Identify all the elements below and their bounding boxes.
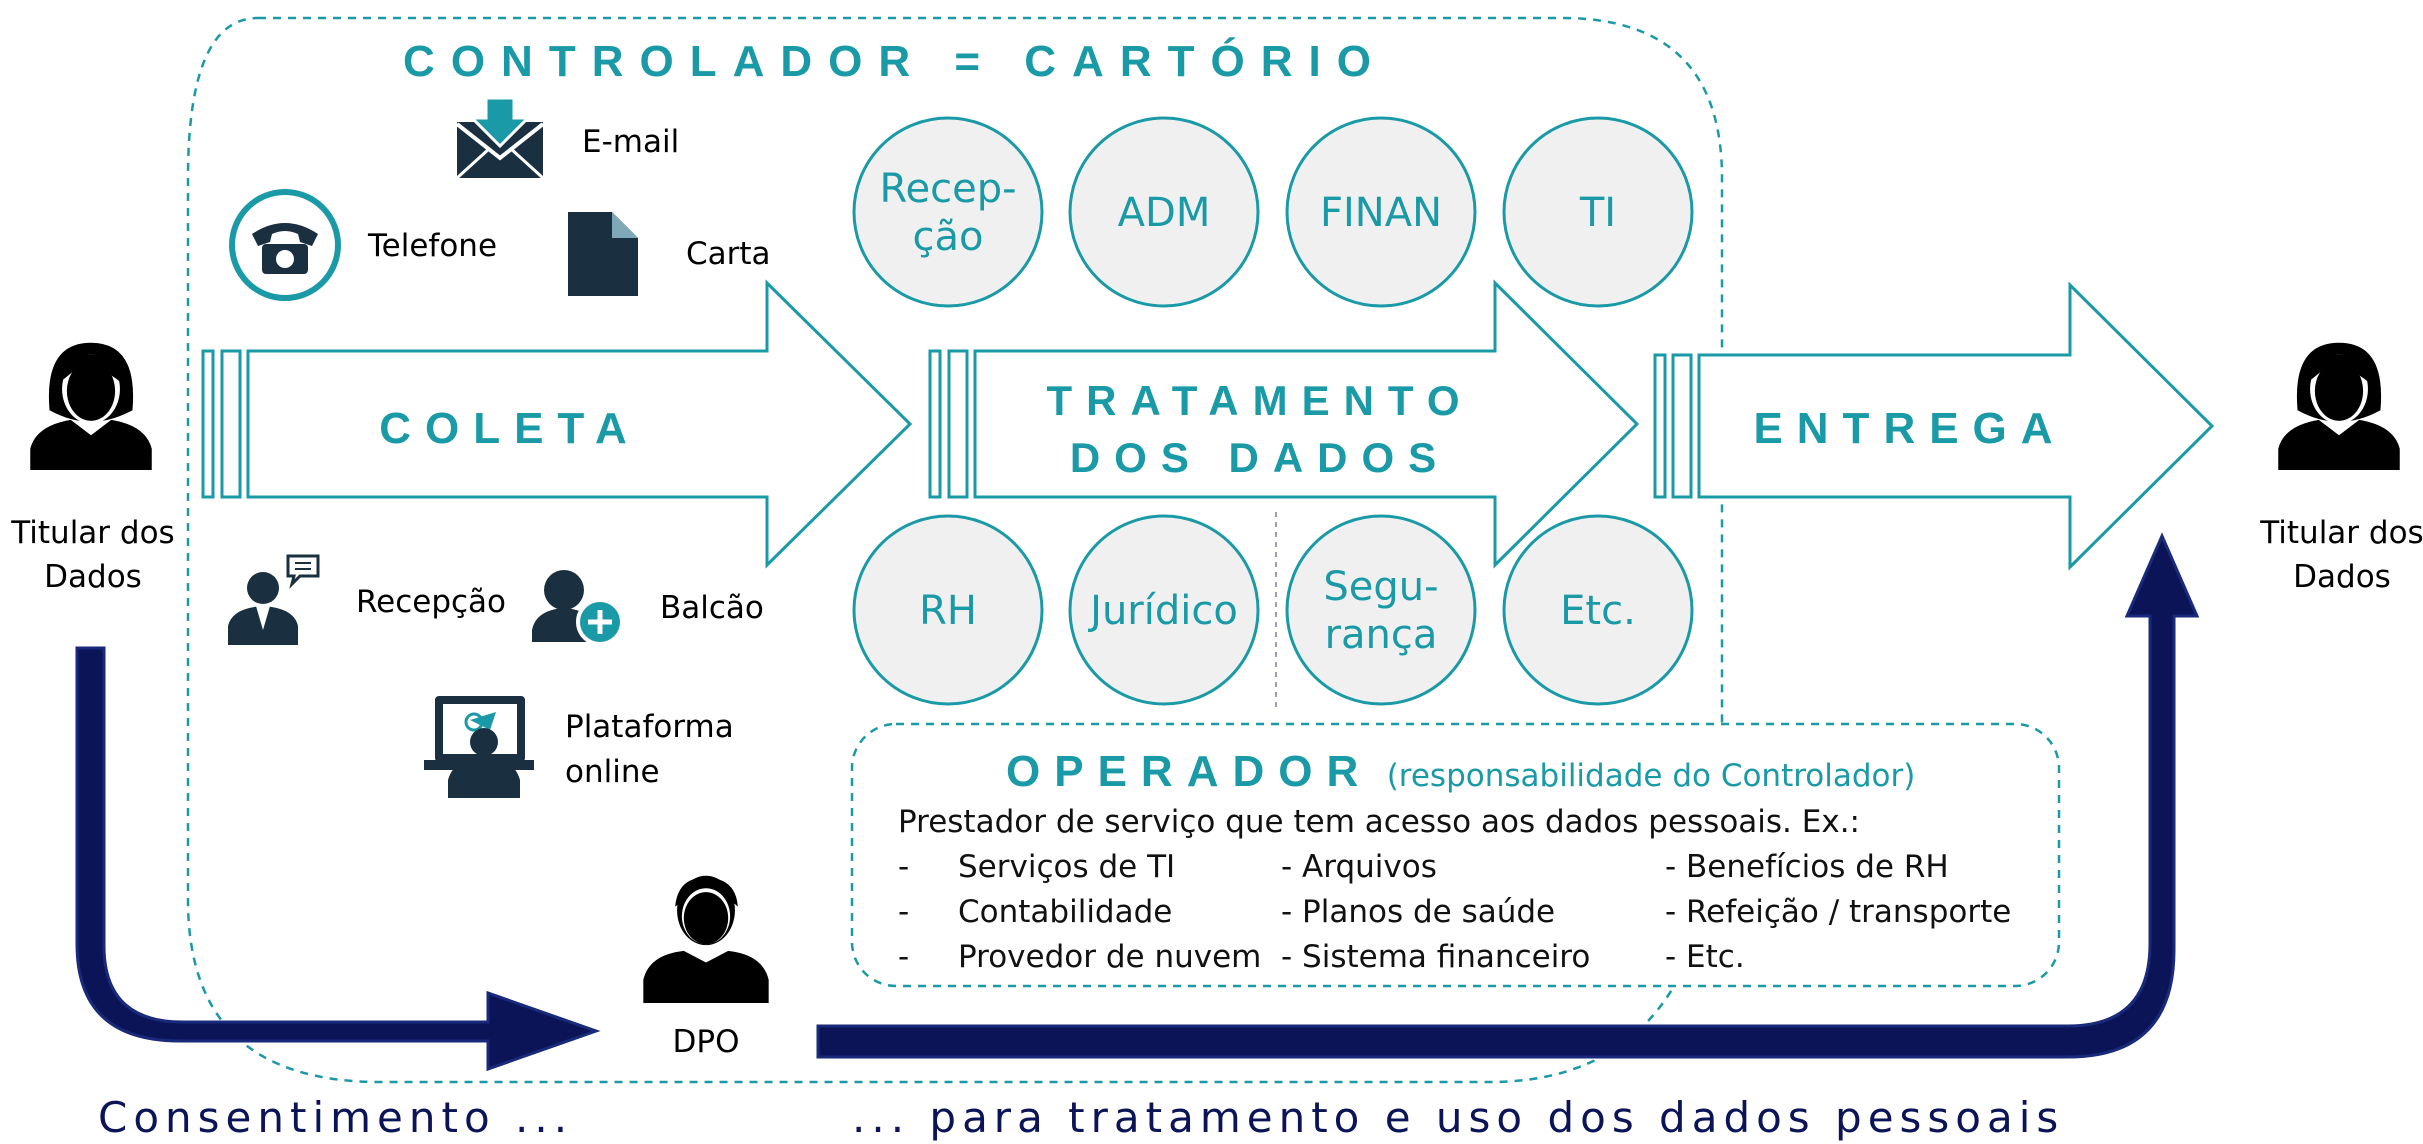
channel-letter: Carta xyxy=(568,212,771,296)
stage-treatment-label-line1: TRATAMENTO xyxy=(1047,377,1474,424)
department-circle xyxy=(1502,116,1694,308)
operator-item: Provedor de nuvem xyxy=(958,939,1261,975)
dpo: DPO xyxy=(643,875,769,1060)
dpo-label: DPO xyxy=(673,1024,740,1060)
operator-item: - Refeição / transporte xyxy=(1665,894,2011,930)
data-subject-left-label-line1: Titular dos xyxy=(10,515,174,551)
receptionist-icon xyxy=(228,554,320,645)
operator-column-1: - Serviços de TI - Contabilidade - Provedor d… xyxy=(898,849,1261,975)
department-label: FINAN xyxy=(1320,190,1442,236)
operator-subtitle: (responsabilidade do Controlador) xyxy=(1387,758,1916,794)
operator-column-2: - Arquivos - Planos de saúde - Sistema fin… xyxy=(1281,849,1590,975)
data-subject-left-label-line2: Dados xyxy=(44,559,142,595)
operator-item: - Benefícios de RH xyxy=(1665,849,1949,885)
department-bottom-2: Segu-rança xyxy=(1285,514,1477,706)
stage-treatment: TRATAMENTO DOS DADOS xyxy=(928,279,1640,569)
operator-title: OPERADOR xyxy=(1006,747,1372,796)
consent-flow-left-arrow xyxy=(75,646,601,1072)
reception-label: Recepção xyxy=(356,584,506,620)
department-bottom-3: Etc. xyxy=(1502,514,1694,706)
online-platform-icon xyxy=(424,696,534,798)
department-top-1: ADM xyxy=(1068,116,1260,308)
operator-item-dash: - xyxy=(898,849,909,885)
department-circle xyxy=(1285,514,1477,706)
department-circle xyxy=(1068,514,1260,706)
counter-label: Balcão xyxy=(660,590,764,626)
channel-platform: Plataforma online xyxy=(424,696,734,798)
departments-top: Recep-ção ADM FINAN TI xyxy=(852,116,1694,308)
department-label-line2: rança xyxy=(1325,612,1438,658)
department-bottom-0: RH xyxy=(852,514,1044,706)
email-label: E-mail xyxy=(582,124,679,160)
footer-consent: Consentimento ... xyxy=(98,1093,573,1142)
operator-heading: OPERADOR (responsabilidade do Controlado… xyxy=(1006,747,1915,796)
platform-label-line2: online xyxy=(565,754,660,790)
departments-bottom: RH Jurídico Segu-rança Etc. xyxy=(852,514,1694,706)
operator-item: - Arquivos xyxy=(1281,849,1437,885)
operator-item: Contabilidade xyxy=(958,894,1172,930)
stage-collect-label: COLETA xyxy=(379,404,641,453)
department-label-line2: ção xyxy=(913,214,984,260)
stage-delivery: ENTREGA xyxy=(1653,281,2215,571)
channel-email: E-mail xyxy=(455,96,679,180)
stage-delivery-label: ENTREGA xyxy=(1753,404,2066,453)
controller-boundary xyxy=(186,16,1724,1084)
platform-label-line1: Plataforma xyxy=(565,709,734,745)
department-label: Jurídico xyxy=(1087,588,1238,634)
operator-item: - Etc. xyxy=(1665,939,1745,975)
department-circle xyxy=(852,514,1044,706)
data-subject-left: Titular dos Dados xyxy=(10,342,175,595)
data-subject-right-label-line2: Dados xyxy=(2293,559,2391,595)
operator-box: OPERADOR (responsabilidade do Controlado… xyxy=(850,722,2061,988)
department-circle xyxy=(1502,514,1694,706)
footer-treatment: ... para tratamento e uso dos dados pess… xyxy=(852,1093,2064,1142)
woman-user-icon xyxy=(2278,342,2400,470)
operator-item: - Sistema financeiro xyxy=(1281,939,1590,975)
department-label: ADM xyxy=(1118,190,1211,236)
add-user-icon xyxy=(532,570,624,646)
letter-label: Carta xyxy=(686,236,771,272)
operator-column-3: - Benefícios de RH - Refeição / transport… xyxy=(1665,849,2011,975)
operator-item-dash: - xyxy=(898,894,909,930)
channel-counter: Balcão xyxy=(532,570,764,646)
department-top-3: TI xyxy=(1502,116,1694,308)
department-top-2: FINAN xyxy=(1285,116,1477,308)
man-user-icon xyxy=(643,875,769,1003)
department-label: Recep- xyxy=(879,166,1016,212)
data-subject-right-label-line1: Titular dos xyxy=(2259,515,2423,551)
operator-item-dash: - xyxy=(898,939,909,975)
email-download-icon xyxy=(455,96,545,180)
stage-treatment-label-line2: DOS DADOS xyxy=(1070,434,1450,481)
operator-item: - Planos de saúde xyxy=(1281,894,1555,930)
department-label: RH xyxy=(919,588,977,634)
department-circle xyxy=(1285,116,1477,308)
department-circle xyxy=(852,116,1044,308)
telephone-icon xyxy=(229,189,341,301)
department-label: Etc. xyxy=(1560,588,1636,634)
controller-title: CONTROLADOR = CARTÓRIO xyxy=(403,36,1387,86)
operator-description: Prestador de serviço que tem acesso aos … xyxy=(898,804,1860,840)
stage-collect: COLETA xyxy=(201,279,913,569)
phone-label: Telefone xyxy=(367,228,497,264)
department-label: Segu- xyxy=(1323,564,1438,610)
department-top-0: Recep-ção xyxy=(852,116,1044,308)
woman-user-icon xyxy=(30,342,152,470)
department-bottom-1: Jurídico xyxy=(1068,514,1260,706)
channel-reception: Recepção xyxy=(228,554,506,645)
document-icon xyxy=(568,212,638,296)
data-subject-right: Titular dos Dados xyxy=(2259,342,2423,595)
consent-flow-right-arrow xyxy=(816,532,2200,1059)
department-circle xyxy=(1068,116,1260,308)
channel-phone: Telefone xyxy=(229,189,497,301)
operator-item: Serviços de TI xyxy=(958,849,1175,885)
department-label: TI xyxy=(1579,190,1616,236)
